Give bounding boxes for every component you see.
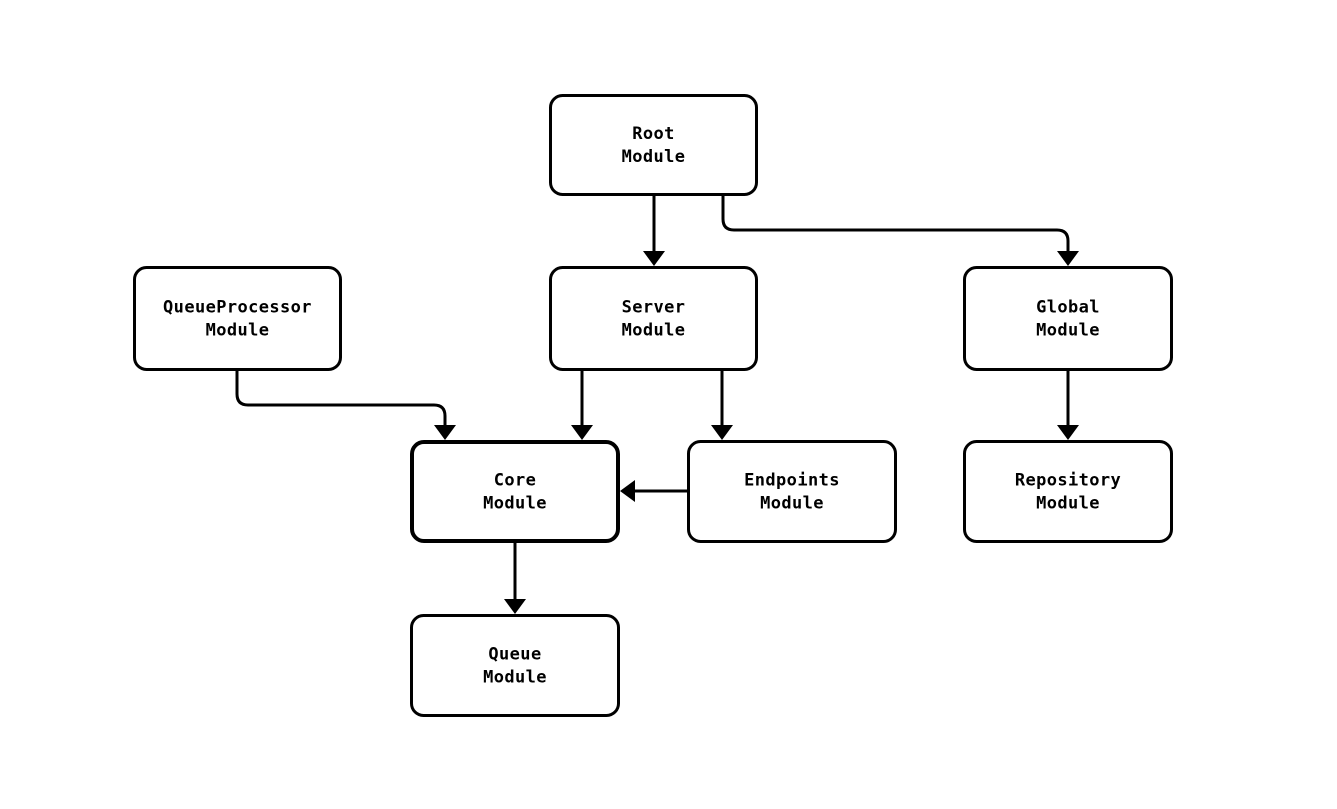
node-box[interactable] — [549, 266, 758, 371]
node-box[interactable] — [963, 440, 1173, 543]
arrow-head-icon — [434, 425, 456, 440]
arrow-head-icon — [643, 251, 665, 266]
edge-server-to-endpoints — [711, 371, 733, 440]
edge-core-to-queue — [504, 543, 526, 614]
node-label-line2: Module — [206, 321, 270, 341]
node-label-line1: Endpoints — [744, 471, 840, 491]
nodes-layer: RootModuleQueueProcessorModuleServerModu… — [133, 94, 1173, 717]
node-label-line2: Module — [622, 321, 686, 341]
node-label-line2: Module — [483, 668, 547, 688]
node-label-line2: Module — [1036, 321, 1100, 341]
node-label-line1: Root — [632, 124, 675, 144]
node-label-line1: Core — [494, 471, 537, 491]
edge-root-to-global — [721, 196, 1079, 266]
node-label-line2: Module — [1036, 494, 1100, 514]
node-box[interactable] — [410, 614, 620, 717]
edges-layer — [235, 196, 1079, 614]
edge-line — [235, 371, 447, 426]
edge-queueprocessor-to-core — [235, 371, 456, 440]
edge-root-to-server — [643, 196, 665, 266]
node-label-line2: Module — [483, 494, 547, 514]
arrow-head-icon — [1057, 425, 1079, 440]
edge-global-to-repository — [1057, 371, 1079, 440]
edge-server-to-core — [571, 371, 593, 440]
arrow-head-icon — [620, 480, 635, 502]
node-box[interactable] — [687, 440, 897, 543]
node-label-line2: Module — [760, 494, 824, 514]
node-box[interactable] — [410, 440, 620, 543]
arrow-head-icon — [1057, 251, 1079, 266]
node-label-line1: QueueProcessor — [163, 298, 312, 318]
node-label-line1: Queue — [488, 645, 541, 665]
node-label-line2: Module — [622, 147, 686, 167]
node-box[interactable] — [963, 266, 1173, 371]
edge-endpoints-to-core — [620, 480, 687, 502]
node-box[interactable] — [133, 266, 342, 371]
node-label-line1: Server — [622, 298, 686, 318]
node-label-line1: Repository — [1015, 471, 1121, 491]
arrow-head-icon — [711, 425, 733, 440]
arrow-head-icon — [504, 599, 526, 614]
node-box[interactable] — [549, 94, 758, 196]
arrow-head-icon — [571, 425, 593, 440]
edge-line — [721, 196, 1070, 252]
node-label-line1: Global — [1036, 298, 1100, 318]
